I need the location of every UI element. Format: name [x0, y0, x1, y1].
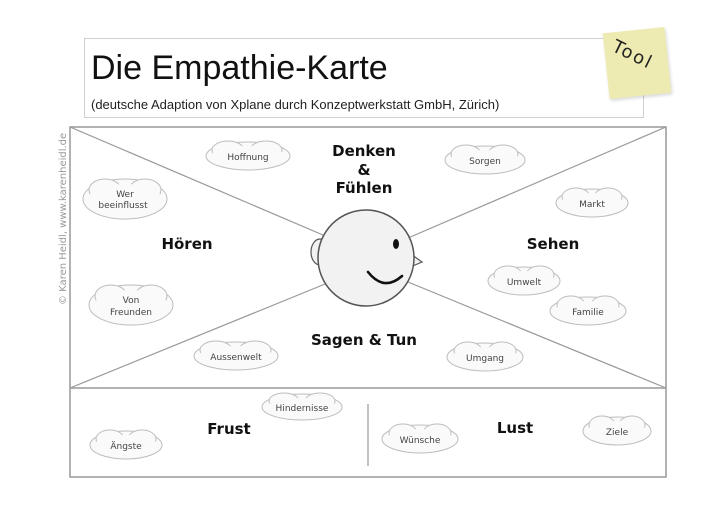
cloud-hoffnung-label: Hoffnung	[227, 153, 268, 163]
page-title: Die Empathie-Karte	[91, 49, 388, 87]
cloud-aengste: Ängste	[89, 429, 163, 460]
cloud-sorgen: Sorgen	[444, 144, 526, 175]
cloud-sorgen-label: Sorgen	[469, 157, 501, 167]
cloud-wuensche: Wünsche	[381, 423, 459, 454]
label-fuehlen: Fühlen	[336, 179, 393, 197]
cloud-hindernisse-label: Hindernisse	[276, 404, 329, 414]
label-sagen-tun: Sagen & Tun	[311, 331, 417, 349]
diagonal-bottom-left	[69, 281, 331, 389]
label-sehen: Sehen	[527, 235, 580, 253]
cloud-familie-label: Familie	[572, 308, 604, 318]
cloud-aussenwelt-label: Aussenwelt	[210, 353, 262, 363]
cloud-ziele: Ziele	[582, 415, 652, 446]
face-icon	[310, 209, 424, 307]
cloud-von-freunden: Von Freunden	[88, 284, 174, 326]
cloud-umgang-label: Umgang	[466, 354, 504, 364]
cloud-aengste-label: Ängste	[110, 441, 142, 452]
cloud-wuensche-label: Wünsche	[400, 436, 441, 446]
header-box: Die Empathie-Karte (deutsche Adaption vo…	[84, 38, 644, 118]
cloud-hoffnung: Hoffnung	[205, 140, 291, 171]
diagonal-bottom-right	[407, 281, 667, 389]
cloud-aussenwelt: Aussenwelt	[193, 340, 279, 371]
cloud-familie: Familie	[549, 295, 627, 326]
cloud-umwelt: Umwelt	[487, 265, 561, 296]
label-denken: Denken	[332, 142, 396, 160]
cloud-ziele-label: Ziele	[606, 428, 629, 438]
cloud-markt: Markt	[555, 187, 629, 218]
cloud-freunden-label: Freunden	[110, 308, 152, 318]
cloud-markt-label: Markt	[579, 200, 605, 210]
cloud-umwelt-label: Umwelt	[507, 278, 542, 288]
cloud-beeinflusst-label: beeinflusst	[98, 201, 148, 211]
cloud-wer-beeinflusst: Wer beeinflusst	[82, 178, 168, 220]
cloud-hindernisse: Hindernisse	[261, 392, 343, 421]
page-subtitle: (deutsche Adaption von Xplane durch Konz…	[91, 97, 500, 112]
cloud-wer-label: Wer	[116, 190, 134, 200]
label-und: &	[357, 161, 370, 179]
diagonal-top-right	[407, 126, 667, 239]
diagonal-top-left	[69, 126, 331, 239]
label-hoeren: Hören	[161, 235, 212, 253]
label-lust: Lust	[497, 419, 533, 437]
cloud-von-label: Von	[123, 296, 140, 306]
map-frame	[69, 126, 667, 478]
cloud-umgang: Umgang	[446, 341, 524, 372]
label-frust: Frust	[207, 420, 250, 438]
